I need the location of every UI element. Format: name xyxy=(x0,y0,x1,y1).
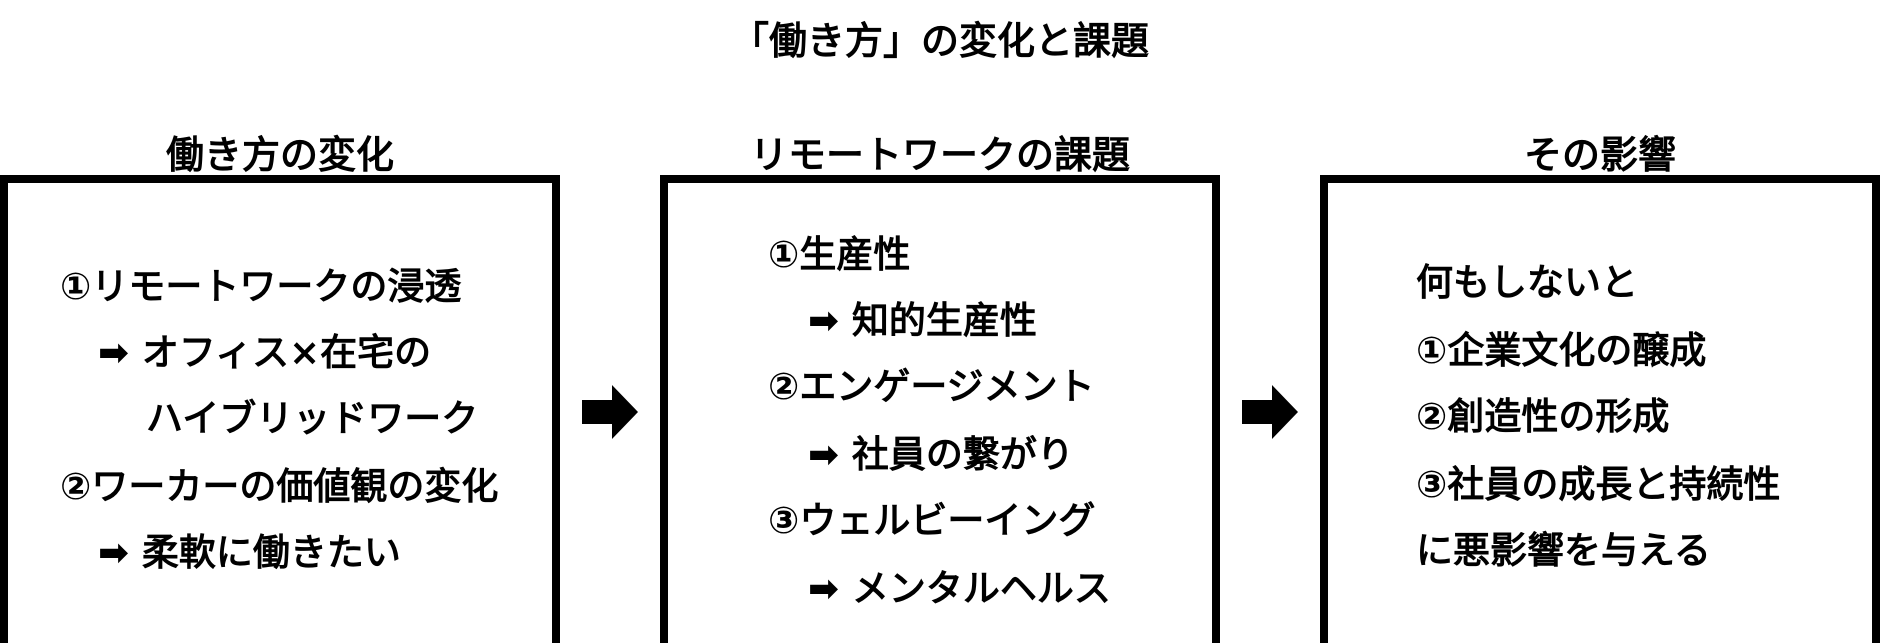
line-employee-connection: ➡ 社員の繋がり xyxy=(808,433,1074,476)
box-remote-work-issues: ①生産性 ➡ 知的生産性 ②エンゲージメント ➡ 社員の繋がり ③ウェルビーイン… xyxy=(660,175,1220,643)
line-productivity: ①生産性 xyxy=(768,233,911,276)
column-heading-remote-work-issues: リモートワークの課題 xyxy=(749,133,1130,177)
line-corporate-culture: ①企業文化の醸成 xyxy=(1416,329,1707,372)
line-mental-health: ➡ メンタルヘルス xyxy=(808,567,1111,610)
line-office-home: ➡ オフィス×在宅の xyxy=(98,331,432,374)
line-hybrid-work: ハイブリッドワーク xyxy=(146,397,479,440)
box-work-style-change: ①リモートワークの浸透 ➡ オフィス×在宅の ハイブリッドワーク ②ワーカーの価… xyxy=(0,175,560,643)
line-remote-work-spread: ①リモートワークの浸透 xyxy=(60,265,462,308)
column-heading-work-style-change: 働き方の変化 xyxy=(165,133,394,177)
line-worker-values-change: ②ワーカーの価値観の変化 xyxy=(60,465,499,508)
right-arrow-icon xyxy=(582,385,638,439)
line-creativity: ②創造性の形成 xyxy=(1416,395,1670,438)
line-if-nothing-done: 何もしないと xyxy=(1416,261,1638,304)
line-employee-growth: ③社員の成長と持続性 xyxy=(1416,463,1781,506)
column-heading-impact: その影響 xyxy=(1523,133,1676,177)
box-impact: 何もしないと ①企業文化の醸成 ②創造性の形成 ③社員の成長と持続性 に悪影響を… xyxy=(1320,175,1880,643)
line-engagement: ②エンゲージメント xyxy=(768,365,1095,408)
line-flexible-work: ➡ 柔軟に働きたい xyxy=(98,531,401,574)
line-intellectual-productivity: ➡ 知的生産性 xyxy=(808,299,1037,342)
right-arrow-icon xyxy=(1242,385,1298,439)
line-wellbeing: ③ウェルビーイング xyxy=(768,499,1096,542)
page-title: 「働き方」の変化と課題 xyxy=(730,19,1149,63)
line-negative-impact: に悪影響を与える xyxy=(1416,529,1711,572)
